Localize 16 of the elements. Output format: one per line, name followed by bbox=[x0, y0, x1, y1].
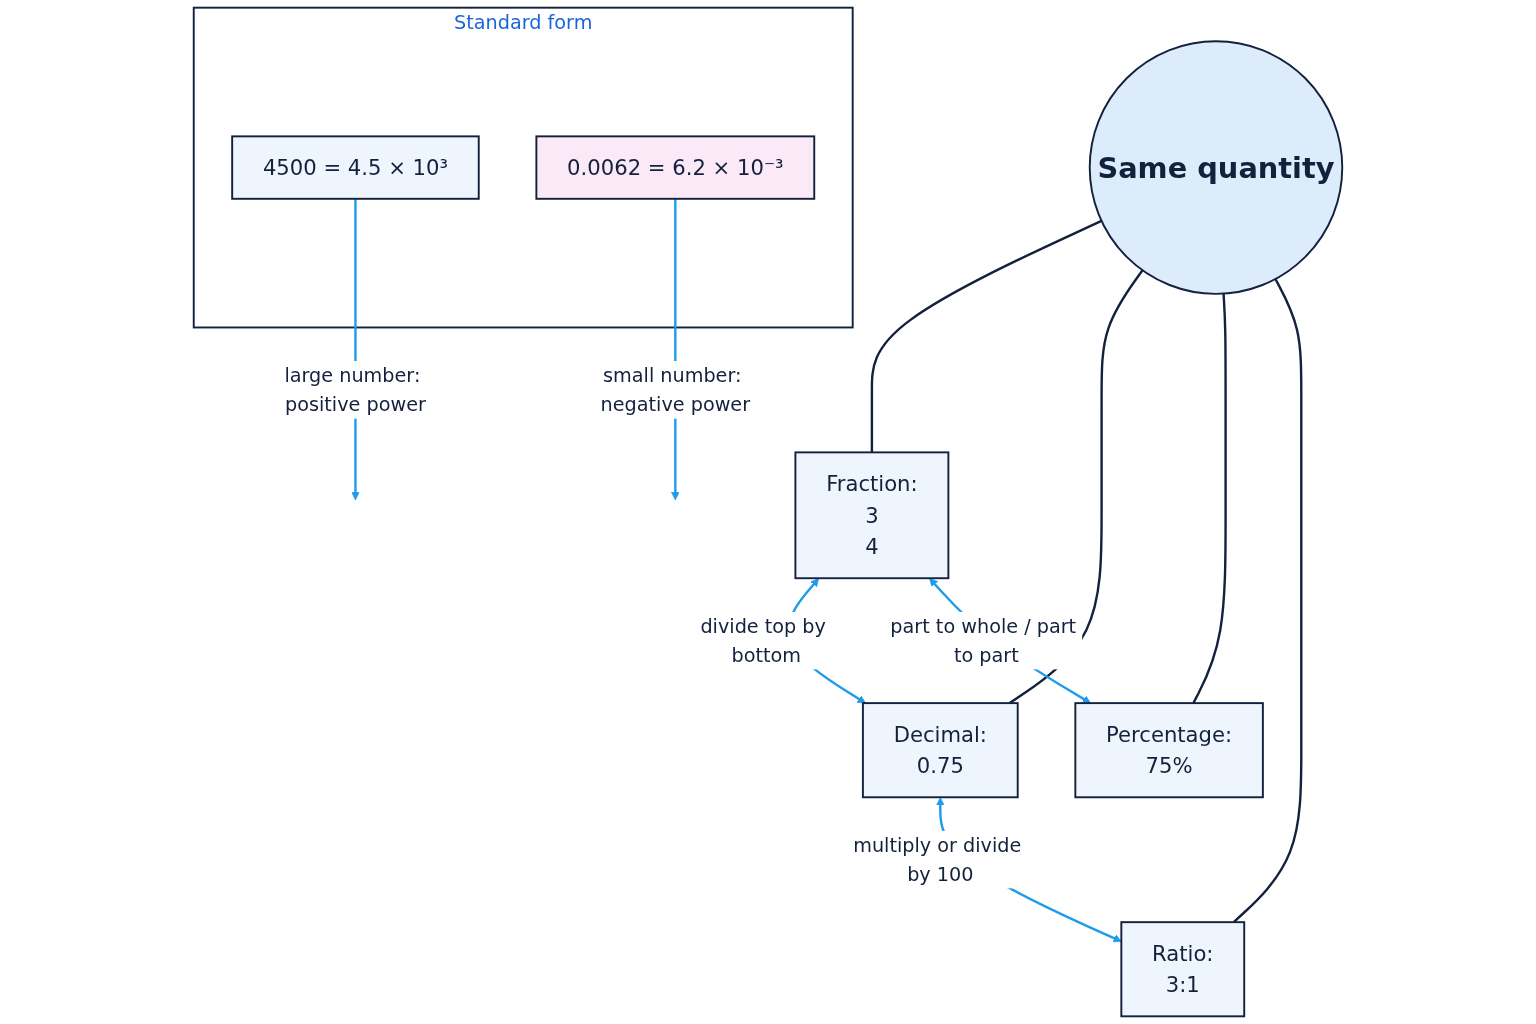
connector bbox=[870, 219, 1102, 453]
node-box: Decimal: 0.75 bbox=[861, 702, 1019, 799]
edge-label: multiply or divide by 100 bbox=[853, 833, 1022, 886]
connector bbox=[1232, 278, 1303, 924]
node-circle: Same quantity bbox=[1088, 40, 1344, 295]
node-box: 0.0062 = 6.2 × 10⁻³ bbox=[535, 135, 816, 200]
node-box: Percentage: 75% bbox=[1074, 702, 1264, 799]
edge-label: small number: negative power bbox=[600, 363, 751, 416]
node-box: Ratio: 3:1 bbox=[1120, 921, 1246, 1018]
connector bbox=[1008, 269, 1144, 705]
node-box: 4500 = 4.5 × 10³ bbox=[231, 135, 480, 200]
edge-label: large number: positive power bbox=[284, 363, 426, 416]
node-box: Fraction: 3 4 bbox=[794, 451, 950, 580]
edge-label: part to whole / part to part bbox=[890, 614, 1077, 667]
connector bbox=[1192, 293, 1227, 704]
edge-label: divide top by bottom bbox=[700, 614, 826, 667]
